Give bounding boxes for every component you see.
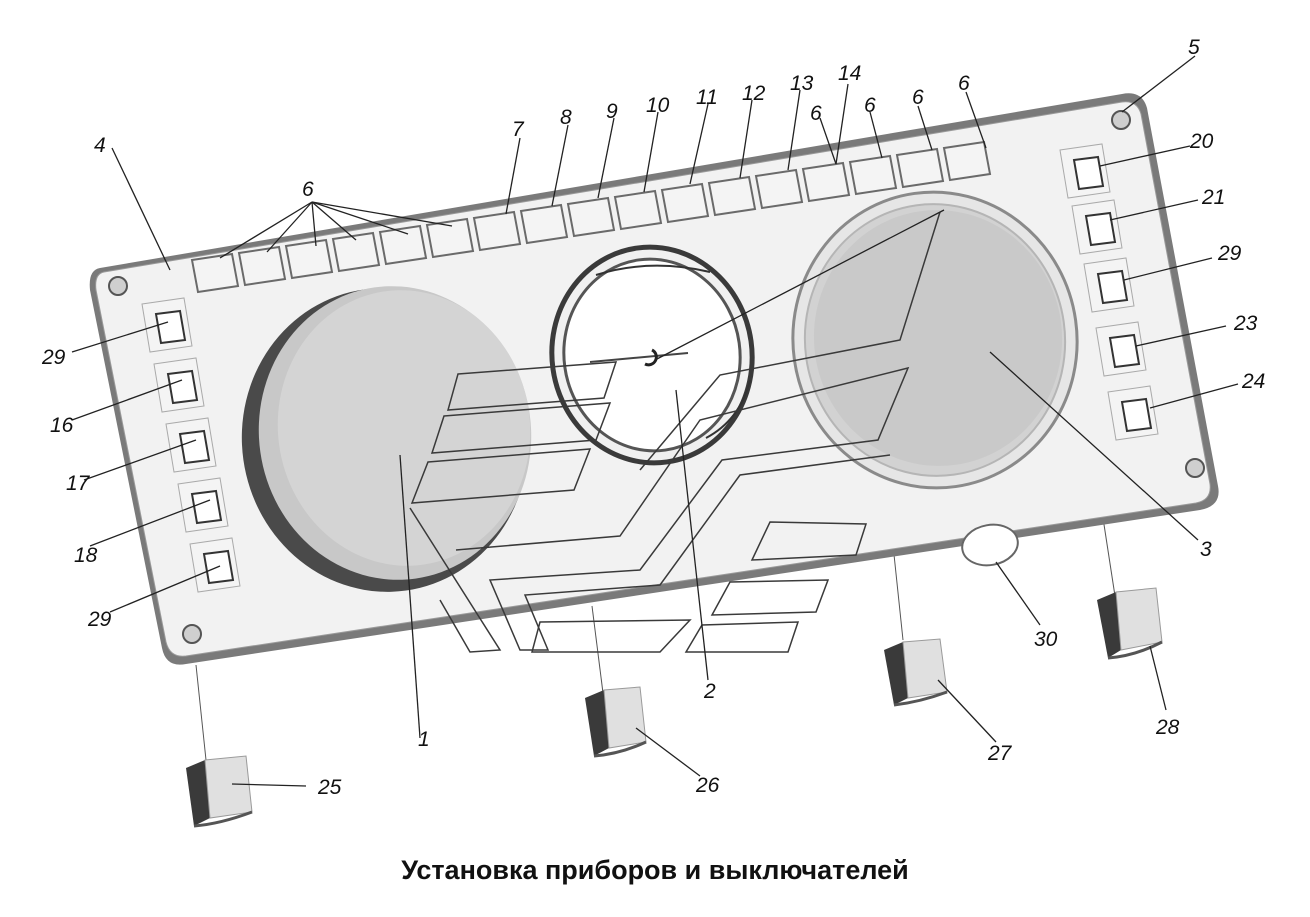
indicator-lamp — [754, 168, 804, 210]
switch-left — [153, 357, 205, 413]
callout-13: 13 — [790, 72, 814, 95]
switch-right — [1107, 385, 1159, 441]
guide-line-26 — [591, 605, 604, 694]
callout-11: 11 — [696, 86, 718, 109]
indicator-lamp-row — [190, 140, 992, 294]
callout-6: 6 — [958, 72, 970, 95]
guide-line-28 — [1102, 517, 1116, 597]
callout-27: 27 — [987, 742, 1013, 765]
indicator-lamp — [707, 175, 757, 217]
guide-line-25 — [195, 664, 207, 761]
loose-switch-caps — [195, 517, 1116, 761]
callout-23: 23 — [1233, 312, 1258, 335]
indicator-lamp — [331, 231, 381, 273]
callout-4: 4 — [94, 134, 106, 157]
switch-cap-25 — [186, 755, 253, 828]
callout-10: 10 — [646, 94, 670, 117]
indicator-lamp — [190, 252, 240, 294]
indicator-lamp — [425, 217, 475, 259]
screw-icon — [182, 624, 202, 644]
callout-6: 6 — [302, 178, 314, 201]
indicator-lamp — [613, 189, 663, 231]
callout-6: 6 — [810, 102, 822, 125]
switch-cap-26 — [585, 686, 647, 758]
corner-screws — [108, 110, 1205, 644]
callout-3: 3 — [1200, 538, 1212, 561]
indicator-lamp — [284, 238, 334, 280]
switch-left — [189, 537, 241, 593]
switch-left — [141, 297, 193, 353]
callout-30: 30 — [1034, 628, 1058, 651]
callout-2: 2 — [703, 680, 716, 703]
leader-lines — [71, 55, 1239, 787]
figure-caption: Установка приборов и выключателей — [401, 855, 909, 885]
callout-6: 6 — [864, 94, 876, 117]
switch-left — [165, 417, 217, 473]
callout-29: 29 — [1217, 242, 1242, 265]
callout-21: 21 — [1201, 186, 1225, 209]
indicator-lamp — [566, 196, 616, 238]
screw-icon — [1185, 458, 1205, 478]
callout-12: 12 — [742, 82, 766, 105]
callout-16: 16 — [50, 414, 74, 437]
indicator-lamp — [895, 147, 945, 189]
indicator-lamp — [801, 161, 851, 203]
callout-26: 26 — [695, 774, 720, 797]
switch-left — [177, 477, 229, 533]
sensor-lens — [961, 523, 1019, 567]
guide-line-27 — [892, 544, 904, 641]
callout-17: 17 — [66, 472, 91, 495]
screw-icon — [108, 276, 128, 296]
switch-cap-28 — [1097, 587, 1163, 660]
callout-1: 1 — [418, 728, 430, 751]
callout-5: 5 — [1188, 36, 1200, 59]
callout-9: 9 — [606, 100, 618, 123]
callout-18: 18 — [74, 544, 98, 567]
callout-28: 28 — [1155, 716, 1180, 739]
callout-29: 29 — [87, 608, 112, 631]
callout-numbers: 1 2 3 4 5 6 6 6 6 6 6 7 8 9 10 11 12 13 … — [41, 36, 1265, 799]
callout-29: 29 — [41, 346, 66, 369]
switch-cap-27 — [884, 638, 948, 707]
switch-right — [1071, 199, 1123, 255]
gauge-left — [241, 286, 532, 592]
brand-logo — [409, 211, 941, 653]
right-switch-column — [1059, 143, 1159, 441]
indicator-lamp — [472, 210, 522, 252]
left-switch-column — [141, 297, 241, 593]
switch-right — [1059, 143, 1111, 199]
indicator-lamp — [237, 245, 287, 287]
callout-25: 25 — [317, 776, 342, 799]
callout-6: 6 — [912, 86, 924, 109]
callout-24: 24 — [1241, 370, 1265, 393]
switch-right — [1083, 257, 1135, 313]
indicator-lamp — [942, 140, 992, 182]
callout-8: 8 — [560, 106, 572, 129]
screw-icon — [1111, 110, 1131, 130]
switch-right — [1095, 321, 1147, 377]
callout-20: 20 — [1189, 130, 1214, 153]
indicator-lamp — [378, 224, 428, 266]
indicator-lamp — [519, 203, 569, 245]
gauge-right — [791, 190, 1079, 490]
callout-7: 7 — [512, 118, 525, 141]
indicator-lamp — [660, 182, 710, 224]
callout-14: 14 — [838, 62, 861, 85]
indicator-lamp — [848, 154, 898, 196]
